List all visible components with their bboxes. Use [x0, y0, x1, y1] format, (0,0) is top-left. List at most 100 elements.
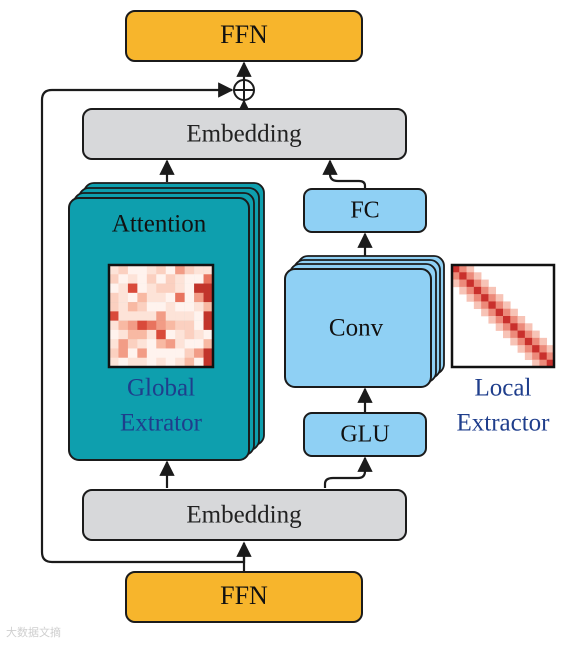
embedding-bottom-label: Embedding	[186, 502, 302, 529]
attention-label: Attention	[112, 211, 207, 238]
attention-heatmap-cell	[203, 274, 214, 284]
local-matrix-cell	[452, 272, 460, 280]
attention-heatmap-cell	[118, 265, 129, 275]
local-matrix-cell	[495, 323, 504, 331]
attention-heatmap-cell	[165, 265, 176, 275]
attention-heatmap-cell	[127, 283, 138, 294]
attention-heatmap-cell	[109, 329, 119, 340]
attention-heatmap-cell	[127, 302, 138, 312]
attention-heatmap-cell	[146, 265, 157, 275]
local-matrix-cell	[510, 337, 518, 346]
local-matrix-cell	[532, 359, 540, 368]
attention-heatmap-cell	[175, 320, 185, 331]
attention-heatmap-cell	[184, 265, 195, 275]
attention-heatmap-cell	[175, 265, 185, 275]
attention-heatmap-cell	[203, 339, 214, 349]
attention-heatmap-cell	[175, 339, 185, 349]
attention-heatmap-cell	[146, 339, 157, 349]
attention-heatmap-cell	[137, 283, 148, 294]
attention-heatmap-cell	[175, 311, 185, 321]
local-matrix-cell	[524, 345, 533, 353]
attention-heatmap-cell	[137, 329, 148, 340]
attention-heatmap-cell	[194, 265, 204, 275]
attention-heatmap-cell	[165, 274, 176, 284]
attention-heatmap-cell	[175, 348, 185, 359]
local-matrix-cell	[510, 330, 518, 339]
attention-heatmap-cell	[118, 302, 129, 312]
local-matrix-cell	[532, 345, 540, 353]
local-matrix-cell	[517, 337, 526, 346]
embedding-bottom-block: Embedding	[82, 489, 407, 541]
local-matrix-cell	[539, 359, 548, 368]
local-matrix-cell	[510, 316, 518, 324]
local-matrix-cell	[473, 286, 482, 295]
attention-heatmap-cell	[109, 348, 119, 359]
attention-heatmap-cell	[146, 283, 157, 294]
attention-heatmap-cell	[109, 357, 119, 368]
attention-heatmap-cell	[137, 292, 148, 303]
attention-heatmap-cell	[184, 292, 195, 303]
attention-heatmap-cell	[203, 329, 214, 340]
local-matrix-cell	[495, 316, 504, 324]
attention-heatmap-cell	[175, 283, 185, 294]
attention-heatmap-cell	[118, 357, 129, 368]
attention-heatmap-cell	[203, 302, 214, 312]
attention-heatmap-cell	[203, 265, 214, 275]
attention-heatmap-cell	[175, 357, 185, 368]
skip-connection-arrow	[40, 82, 246, 564]
local-matrix-cell	[473, 301, 482, 310]
attention-heatmap-cell	[118, 292, 129, 303]
attention-heatmap-cell	[127, 311, 138, 321]
local-matrix-cell	[524, 330, 533, 339]
local-matrix-cell	[488, 286, 497, 295]
local-matrix-cell	[481, 308, 489, 317]
attention-heatmap-cell	[137, 320, 148, 331]
attention-heatmap-cell	[146, 302, 157, 312]
attention-heatmap-cell	[109, 311, 119, 321]
attention-heatmap-cell	[109, 320, 119, 331]
attention-heatmap-cell	[146, 274, 157, 284]
local-matrix-cell	[466, 265, 475, 273]
attention-heatmap-cell	[175, 329, 185, 340]
local-matrix-cell	[539, 352, 548, 361]
conv-stack: Conv	[284, 255, 445, 388]
local-matrix-cell	[532, 337, 540, 346]
attention-heatmap-cell	[146, 292, 157, 303]
local-matrix-cell	[466, 286, 475, 295]
local-matrix-cell	[473, 279, 482, 288]
attention-heatmap-cell	[109, 292, 119, 303]
attention-heatmap-cell	[146, 329, 157, 340]
local-matrix-cell	[481, 286, 489, 295]
local-matrix-cell	[481, 301, 489, 310]
local-matrix-cell	[510, 323, 518, 331]
attention-heatmap-cell	[184, 320, 195, 331]
arrow-embedding-to-glu	[323, 456, 373, 488]
local-matrix-cell	[539, 345, 548, 353]
attention-heatmap-cell	[118, 283, 129, 294]
local-matrix-cell	[459, 286, 467, 295]
attention-heatmap-cell	[156, 274, 167, 284]
local-matrix-cell	[503, 308, 511, 317]
attention-heatmap-cell	[137, 274, 148, 284]
attention-heatmap-cell	[146, 348, 157, 359]
ffn-top-label: FFN	[220, 20, 268, 49]
ffn-top-block: FFN	[125, 10, 363, 62]
attention-heatmap-cell	[127, 265, 138, 275]
local-matrix-cell	[452, 265, 460, 273]
attention-heatmap-cell	[118, 274, 129, 284]
local-matrix-cell	[539, 337, 548, 346]
local-matrix-cell	[524, 323, 533, 331]
attention-heatmap-cell	[156, 339, 167, 349]
attention-heatmap-cell	[156, 302, 167, 312]
local-matrix-cell	[495, 301, 504, 310]
ffn-bottom-block: FFN	[125, 571, 363, 623]
attention-heatmap-cell	[109, 265, 119, 275]
attention-heatmap-cell	[203, 292, 214, 303]
attention-heatmap-cell	[194, 348, 204, 359]
attention-heatmap	[109, 265, 214, 368]
local-matrix-cell	[466, 272, 475, 280]
local-matrix-cell	[488, 316, 497, 324]
attention-heatmap-cell	[165, 311, 176, 321]
attention-heatmap-cell	[109, 302, 119, 312]
glu-block: GLU	[303, 412, 427, 457]
